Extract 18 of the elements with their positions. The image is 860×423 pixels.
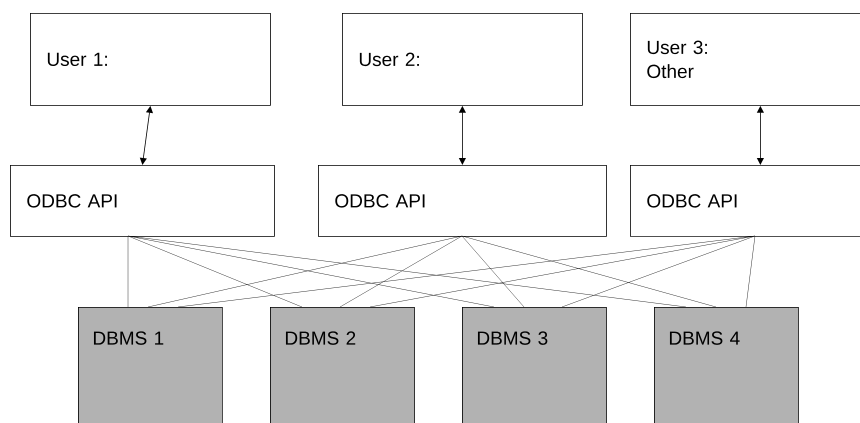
user-box: User 1:: [30, 13, 271, 106]
connector-line: [128, 236, 686, 308]
database-box: DBMS 1: [78, 306, 223, 423]
connector-line: [128, 236, 302, 308]
connector-line: [562, 236, 756, 308]
connector-line: [462, 236, 524, 308]
api-box: ODBC API: [318, 164, 607, 237]
connector-line: [340, 236, 462, 308]
connector-line: [746, 236, 756, 308]
api-box: ODBC API: [630, 164, 860, 237]
api-box: ODBC API: [10, 164, 275, 237]
user-box: User 3: Other: [630, 13, 860, 106]
user-box: User 2:: [342, 13, 583, 106]
database-box: DBMS 2: [270, 306, 415, 423]
database-box: DBMS 4: [654, 306, 799, 423]
connector-line: [370, 236, 756, 308]
connector-line: [462, 236, 716, 308]
database-box: DBMS 3: [462, 306, 607, 423]
